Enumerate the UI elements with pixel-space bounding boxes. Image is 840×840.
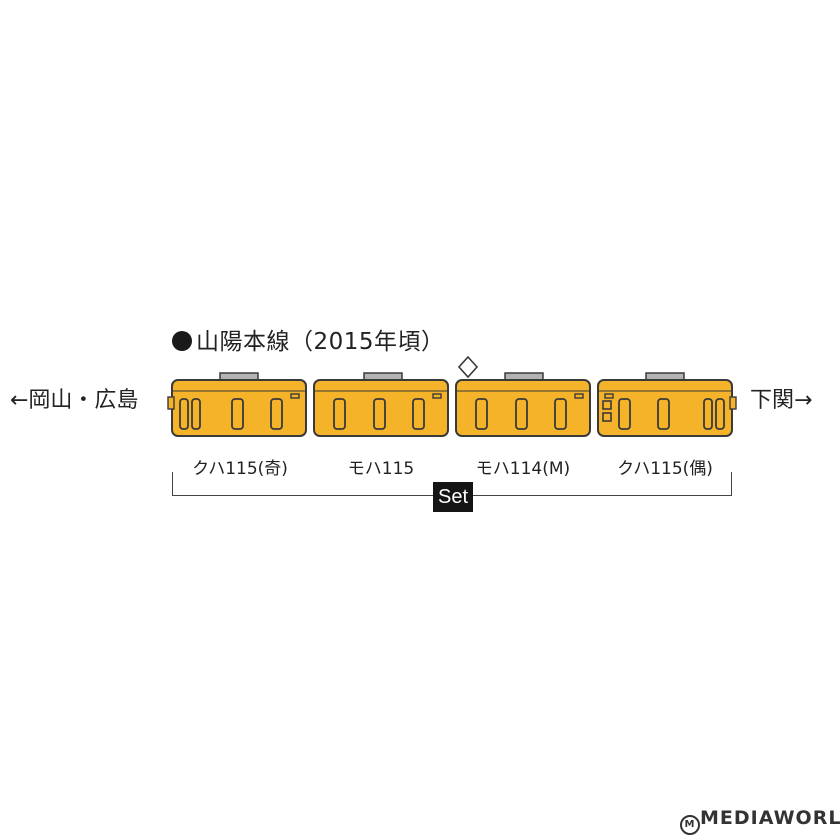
logo-ring-icon: M: [680, 815, 700, 835]
watermark-logo: MMEDIAWORLD: [680, 807, 840, 835]
car-1: [167, 372, 307, 437]
car-label-4: クハ115(偶): [617, 459, 713, 479]
pantograph-icon: [457, 355, 479, 379]
car-2: [313, 372, 449, 437]
direction-left: ←岡山・広島: [10, 388, 139, 413]
car-4: [597, 372, 737, 437]
set-badge: Set: [433, 482, 473, 512]
car-label-2: モハ115: [347, 459, 415, 479]
formation-title: 山陽本線（2015年頃）: [172, 322, 445, 356]
direction-right: 下関→: [750, 388, 813, 413]
car-label-3: モハ114(M): [475, 459, 571, 479]
car-3: [455, 355, 591, 437]
car-label-1: クハ115(奇): [192, 459, 288, 479]
bullet-icon: [172, 331, 192, 351]
